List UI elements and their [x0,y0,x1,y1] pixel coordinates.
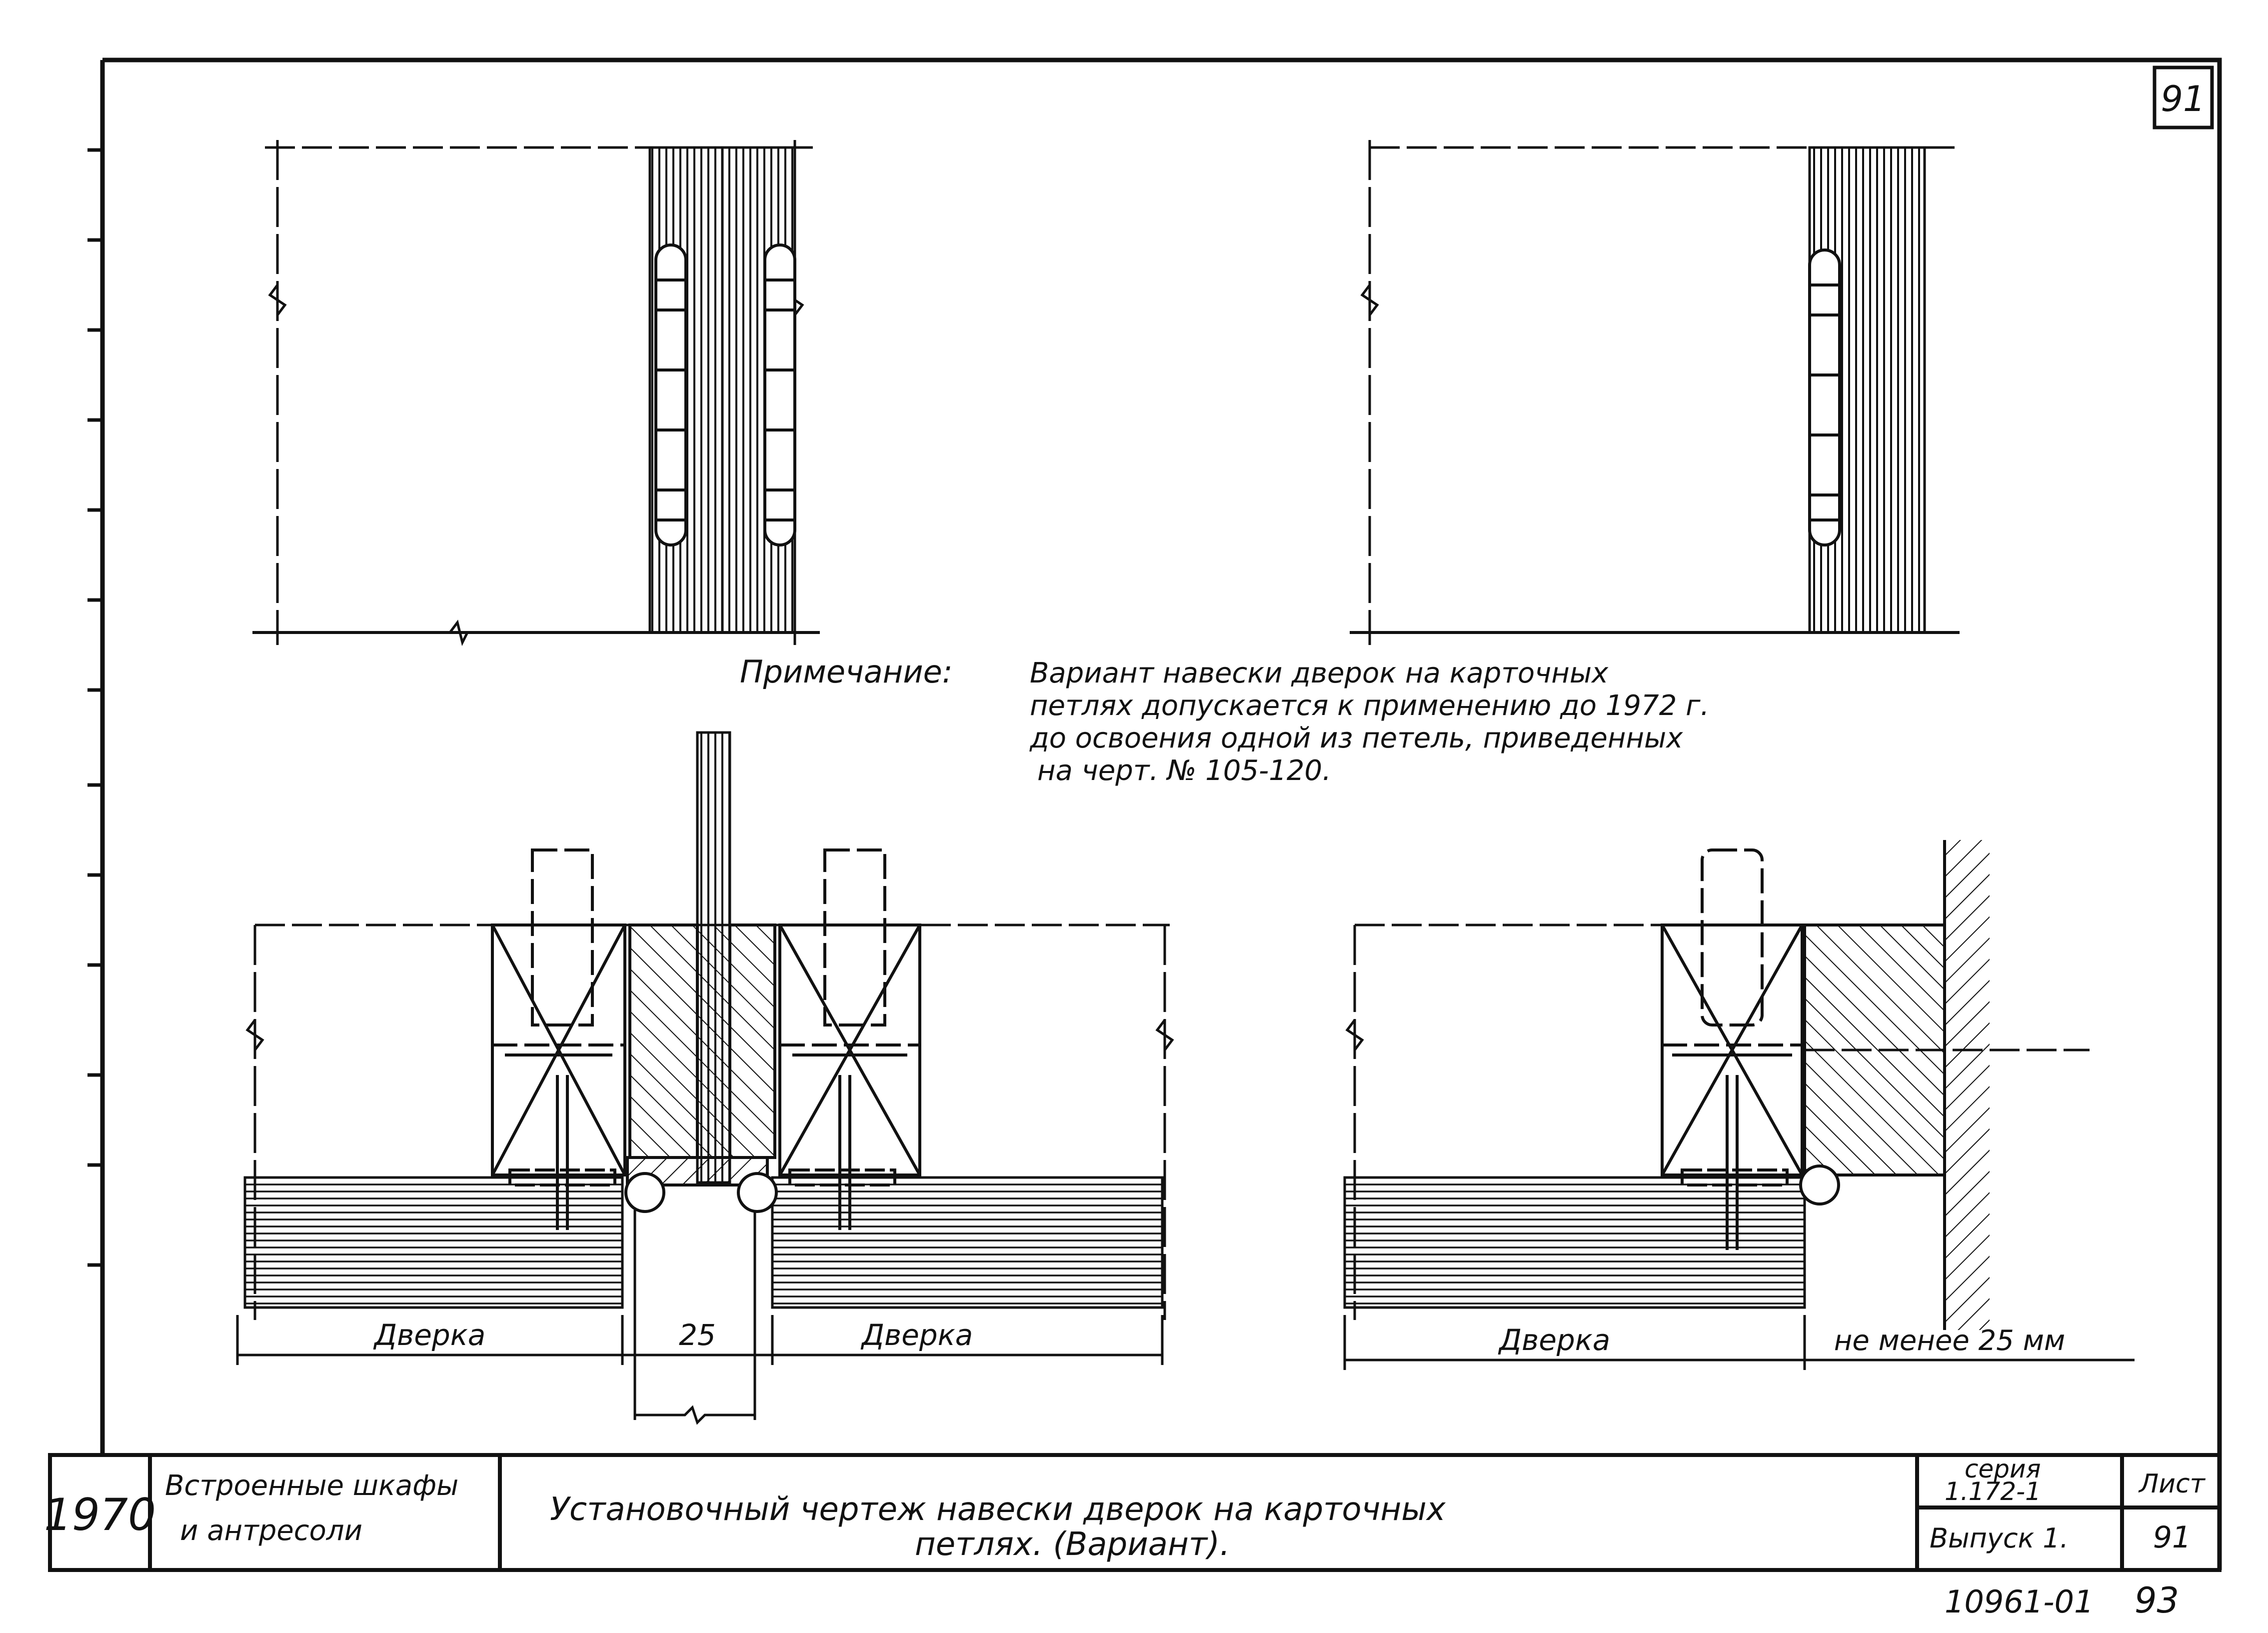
footer-code: 10961-01 [1945,1584,2094,1620]
note: Примечание: Вариант навески дверок на ка… [740,654,1709,787]
plan-section-double-door [236,731,1174,1425]
elevation-view-single-hinge [1350,140,1960,645]
sheet-number-box: 91 [2153,66,2214,130]
note-line: на черт. № 105-120. [1037,754,1331,787]
card-hinge-single [1808,248,1841,546]
title-year: 1970 [44,1489,156,1540]
dimension-door-single: Дверка [1498,1323,1611,1357]
footer-page: 93 [2135,1580,2179,1621]
title-section: Встроенные шкафы [165,1470,458,1502]
bracket-right [778,848,921,1230]
title-block [48,1453,2222,1572]
bracket-left [491,848,626,1230]
card-hinge-left [654,244,687,546]
card-hinge-right [763,244,796,546]
sheet-label: Лист [2138,1469,2206,1499]
title-section: и антресоли [180,1514,362,1547]
drawing-title: Установочный чертеж навески дверок на ка… [550,1491,1446,1528]
plan-section-door-at-wall [1343,840,2135,1370]
dimension-door-right: Дверка [860,1318,973,1352]
series-label: серия [1965,1454,2041,1484]
note-line: петлях допускается к применению до 1972 … [1030,690,1709,722]
sheet-number: 91 [2161,78,2205,120]
sheet-value: 91 [2153,1520,2191,1555]
series-value: 1.172-1 [1945,1477,2041,1506]
note-label: Примечание: [740,654,953,690]
drawing-title: петлях. (Вариант). [915,1526,1230,1563]
dimension-door-left: Дверка [373,1318,486,1352]
sheet-frame [87,58,2222,1570]
elevation-view-double-hinge [252,140,820,646]
issue-number: Выпуск 1. [1930,1522,2069,1554]
dimension-gap: 25 [679,1318,716,1352]
note-line: Вариант навески дверок на карточных [1030,657,1609,690]
note-line: до освоения одной из петель, приведенных [1029,722,1683,754]
dimension-min-clearance: не менее 25 мм [1834,1324,2065,1357]
